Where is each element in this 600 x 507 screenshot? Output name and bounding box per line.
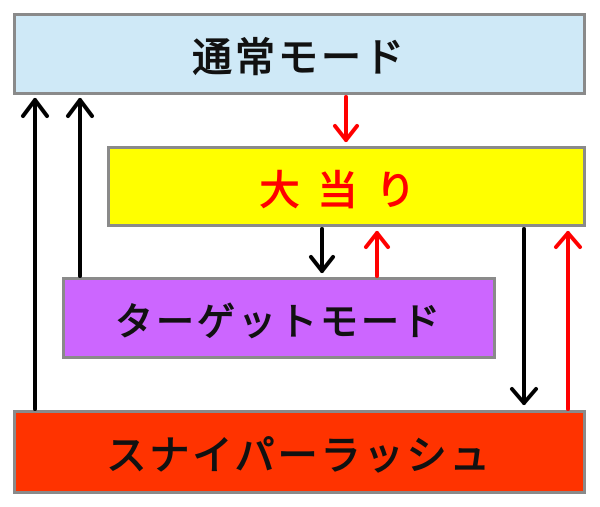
arrow-target-to-normal — [66, 98, 94, 278]
sniper-rush-label: スナイパーラッシュ — [106, 433, 493, 479]
sniper-rush-box: スナイパーラッシュ — [13, 410, 586, 494]
arrow-sniper-to-normal — [21, 98, 49, 411]
normal-mode-label: 通常モード — [192, 35, 407, 81]
arrow-sniper-to-jackpot — [554, 231, 582, 411]
arrow-jackpot-to-sniper — [510, 227, 538, 405]
normal-mode-box: 通常モード — [13, 13, 586, 95]
arrow-normal-to-jackpot — [333, 95, 359, 142]
target-mode-box: ターゲットモード — [62, 277, 496, 359]
arrow-target-to-jackpot — [364, 231, 390, 278]
target-mode-label: ターゲットモード — [114, 299, 443, 344]
jackpot-box: 大当り — [107, 146, 586, 227]
jackpot-label: 大当り — [259, 167, 434, 214]
arrow-jackpot-to-target — [309, 227, 335, 273]
